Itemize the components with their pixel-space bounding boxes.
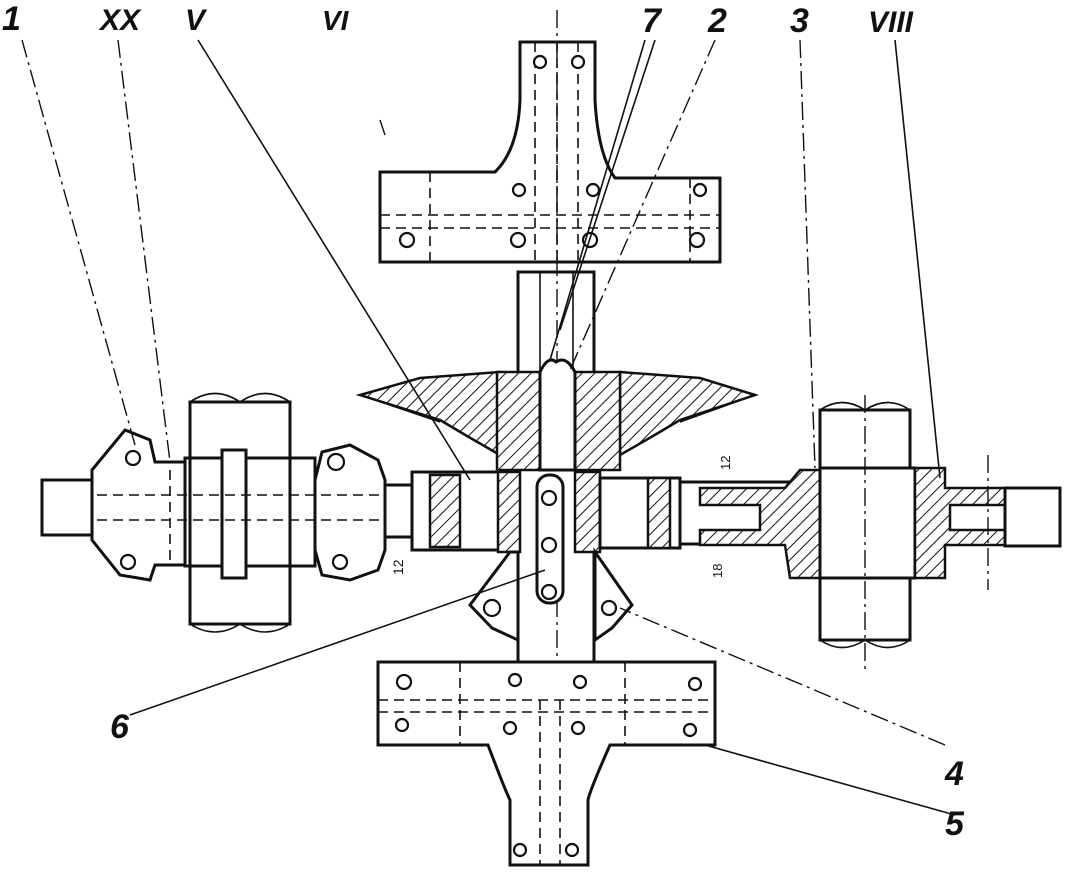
- bottom-bracket: [376, 660, 717, 867]
- dimension-12-left: 12: [390, 559, 406, 575]
- label-3: 3: [790, 2, 809, 40]
- label-xx: XX: [98, 4, 142, 37]
- leader-lines: [21, 39, 956, 816]
- label-2: 2: [707, 2, 727, 40]
- label-1: 1: [2, 0, 21, 38]
- label-viii: VIII: [868, 6, 914, 39]
- label-5: 5: [945, 805, 965, 843]
- bevel-gear: [355, 358, 760, 472]
- label-6: 6: [110, 708, 130, 746]
- center-hub: [468, 470, 634, 643]
- label-7: 7: [642, 2, 663, 40]
- left-shaft-assembly: [40, 392, 502, 633]
- dimension-18: 18: [710, 564, 725, 578]
- label-vi: VI: [322, 5, 350, 36]
- label-4: 4: [944, 755, 964, 793]
- label-v: V: [185, 4, 208, 37]
- top-bracket: [378, 40, 722, 264]
- right-shaft-assembly: [598, 395, 1062, 670]
- dimension-12-right: 12: [718, 456, 733, 470]
